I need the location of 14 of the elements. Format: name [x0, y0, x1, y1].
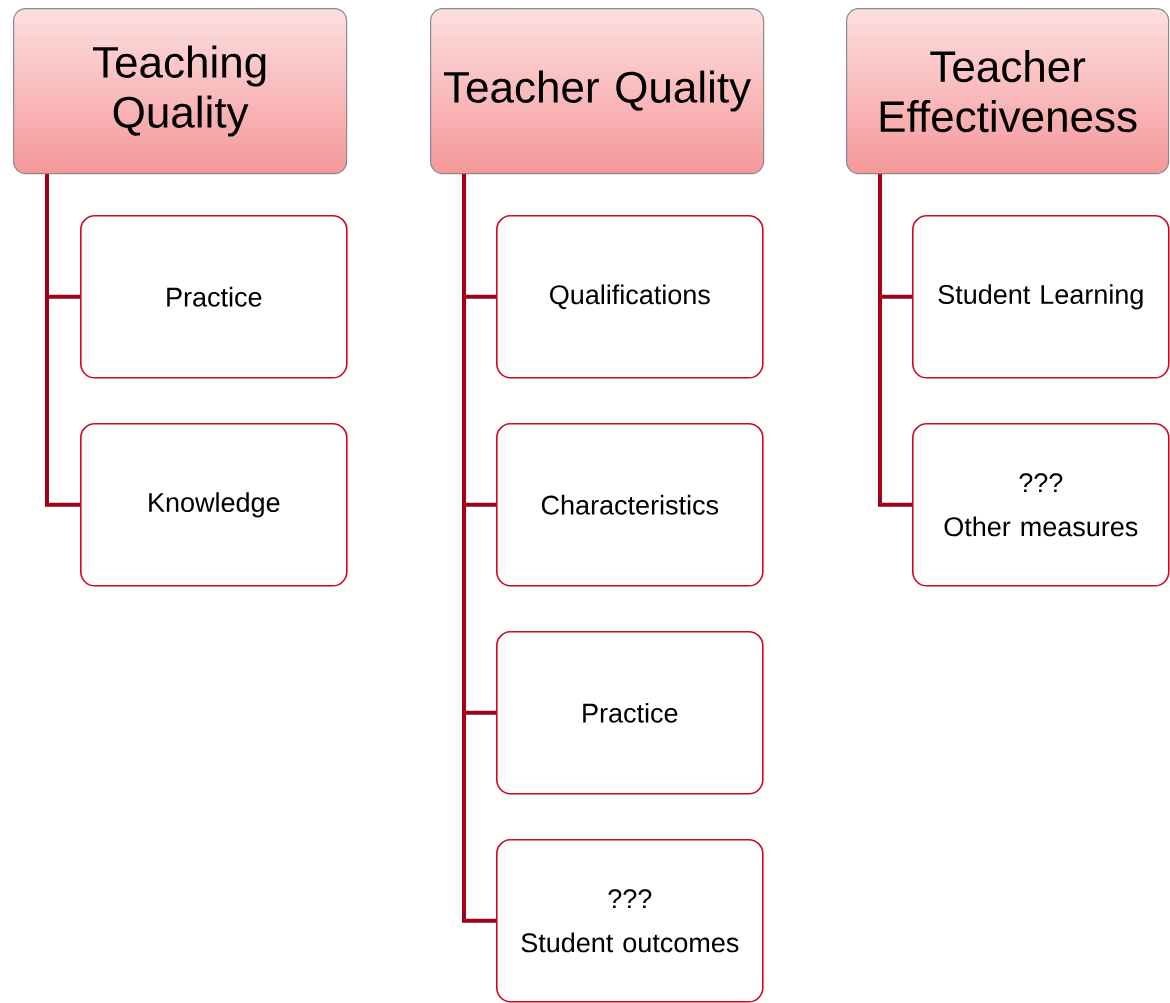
connector-line: [878, 174, 912, 507]
category-box: ??? Student outcomes: [496, 839, 764, 1003]
category-box: Student Learning: [912, 215, 1170, 379]
header-box: Teaching Quality: [13, 8, 348, 175]
category-box: Practice: [80, 215, 348, 379]
connector-line: [462, 174, 496, 923]
category-box: Knowledge: [80, 423, 348, 587]
connector-line: [45, 174, 80, 507]
header-box: Teacher Quality: [430, 8, 765, 175]
header-box: Teacher Effectiveness: [846, 8, 1170, 175]
category-box: Characteristics: [496, 423, 764, 587]
category-box: ??? Other measures: [912, 423, 1170, 587]
category-box: Qualifications: [496, 215, 764, 379]
category-box: Practice: [496, 631, 764, 795]
